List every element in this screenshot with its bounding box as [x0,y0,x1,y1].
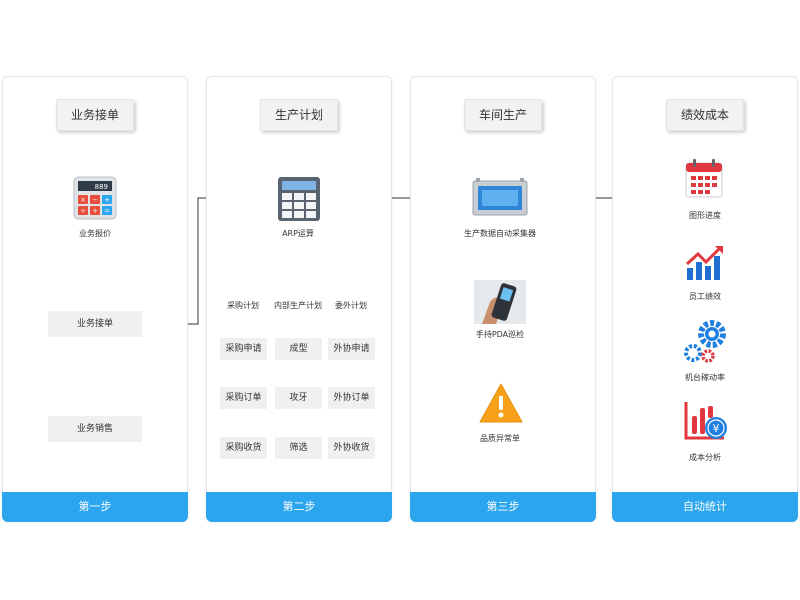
calendar-icon [685,158,723,202]
branch-item: 攻牙 [275,387,322,409]
step4-item-label: 成本分析 [689,453,721,462]
step4-item-label: 图形进度 [689,211,721,220]
column-step3: 车间生产 第三步 [410,76,596,522]
column-title: 生产计划 [259,99,339,131]
svg-text:×: × [80,196,86,204]
column-step1: 业务接单 第一步 [2,76,188,522]
column-title: 绩效成本 [665,99,745,131]
gears-icon [682,318,730,368]
trend-chart-icon [684,244,726,286]
calc-display: 889 [95,183,108,191]
column-step4: 绩效成本 自动统计 [612,76,798,522]
svg-text:−: − [92,196,98,204]
collector-label: 生产数据自动采集器 [464,229,536,238]
calculator-grid-icon [277,176,321,226]
sales-box: 业务销售 [48,416,142,442]
cost-analysis-icon: ¥ [684,400,730,448]
pda-label: 手持PDA巡检 [475,330,525,339]
branch-head: 内部生产计划 [274,301,322,310]
step4-item-label: 员工绩效 [689,292,721,301]
branch-item: 外协收货 [328,437,375,459]
branch-item: 采购申请 [220,338,267,360]
branch-item: 筛选 [275,437,322,459]
quote-label: 业务报价 [79,229,111,238]
svg-text:=: = [104,207,110,215]
svg-text:÷: ÷ [80,207,86,215]
svg-text:¥: ¥ [713,422,720,435]
branch-item: 外协申请 [328,338,375,360]
alert-label: 品质异常单 [480,434,520,443]
branch-item: 外协订单 [328,387,375,409]
step-footer: 第三步 [410,492,596,522]
handheld-pda-icon [474,280,526,328]
column-title: 业务接单 [55,99,135,131]
svg-text:+: + [92,207,98,215]
calculator-icon: 889 × − + ÷ + = [73,176,117,224]
branch-item: 成型 [275,338,322,360]
order-box: 业务接单 [48,311,142,337]
column-title: 车间生产 [463,99,543,131]
warning-icon [478,382,524,428]
step4-item-label: 机台稼动率 [685,373,725,382]
arp-label: ARP运算 [282,229,314,238]
svg-text:+: + [104,196,110,204]
step-footer: 第二步 [206,492,392,522]
step-footer: 自动统计 [612,492,798,522]
branch-head: 采购计划 [227,301,259,310]
branch-item: 采购订单 [220,387,267,409]
branch-head: 委外计划 [335,301,367,310]
data-collector-icon [472,178,528,222]
branch-item: 采购收货 [220,437,267,459]
step-footer: 第一步 [2,492,188,522]
